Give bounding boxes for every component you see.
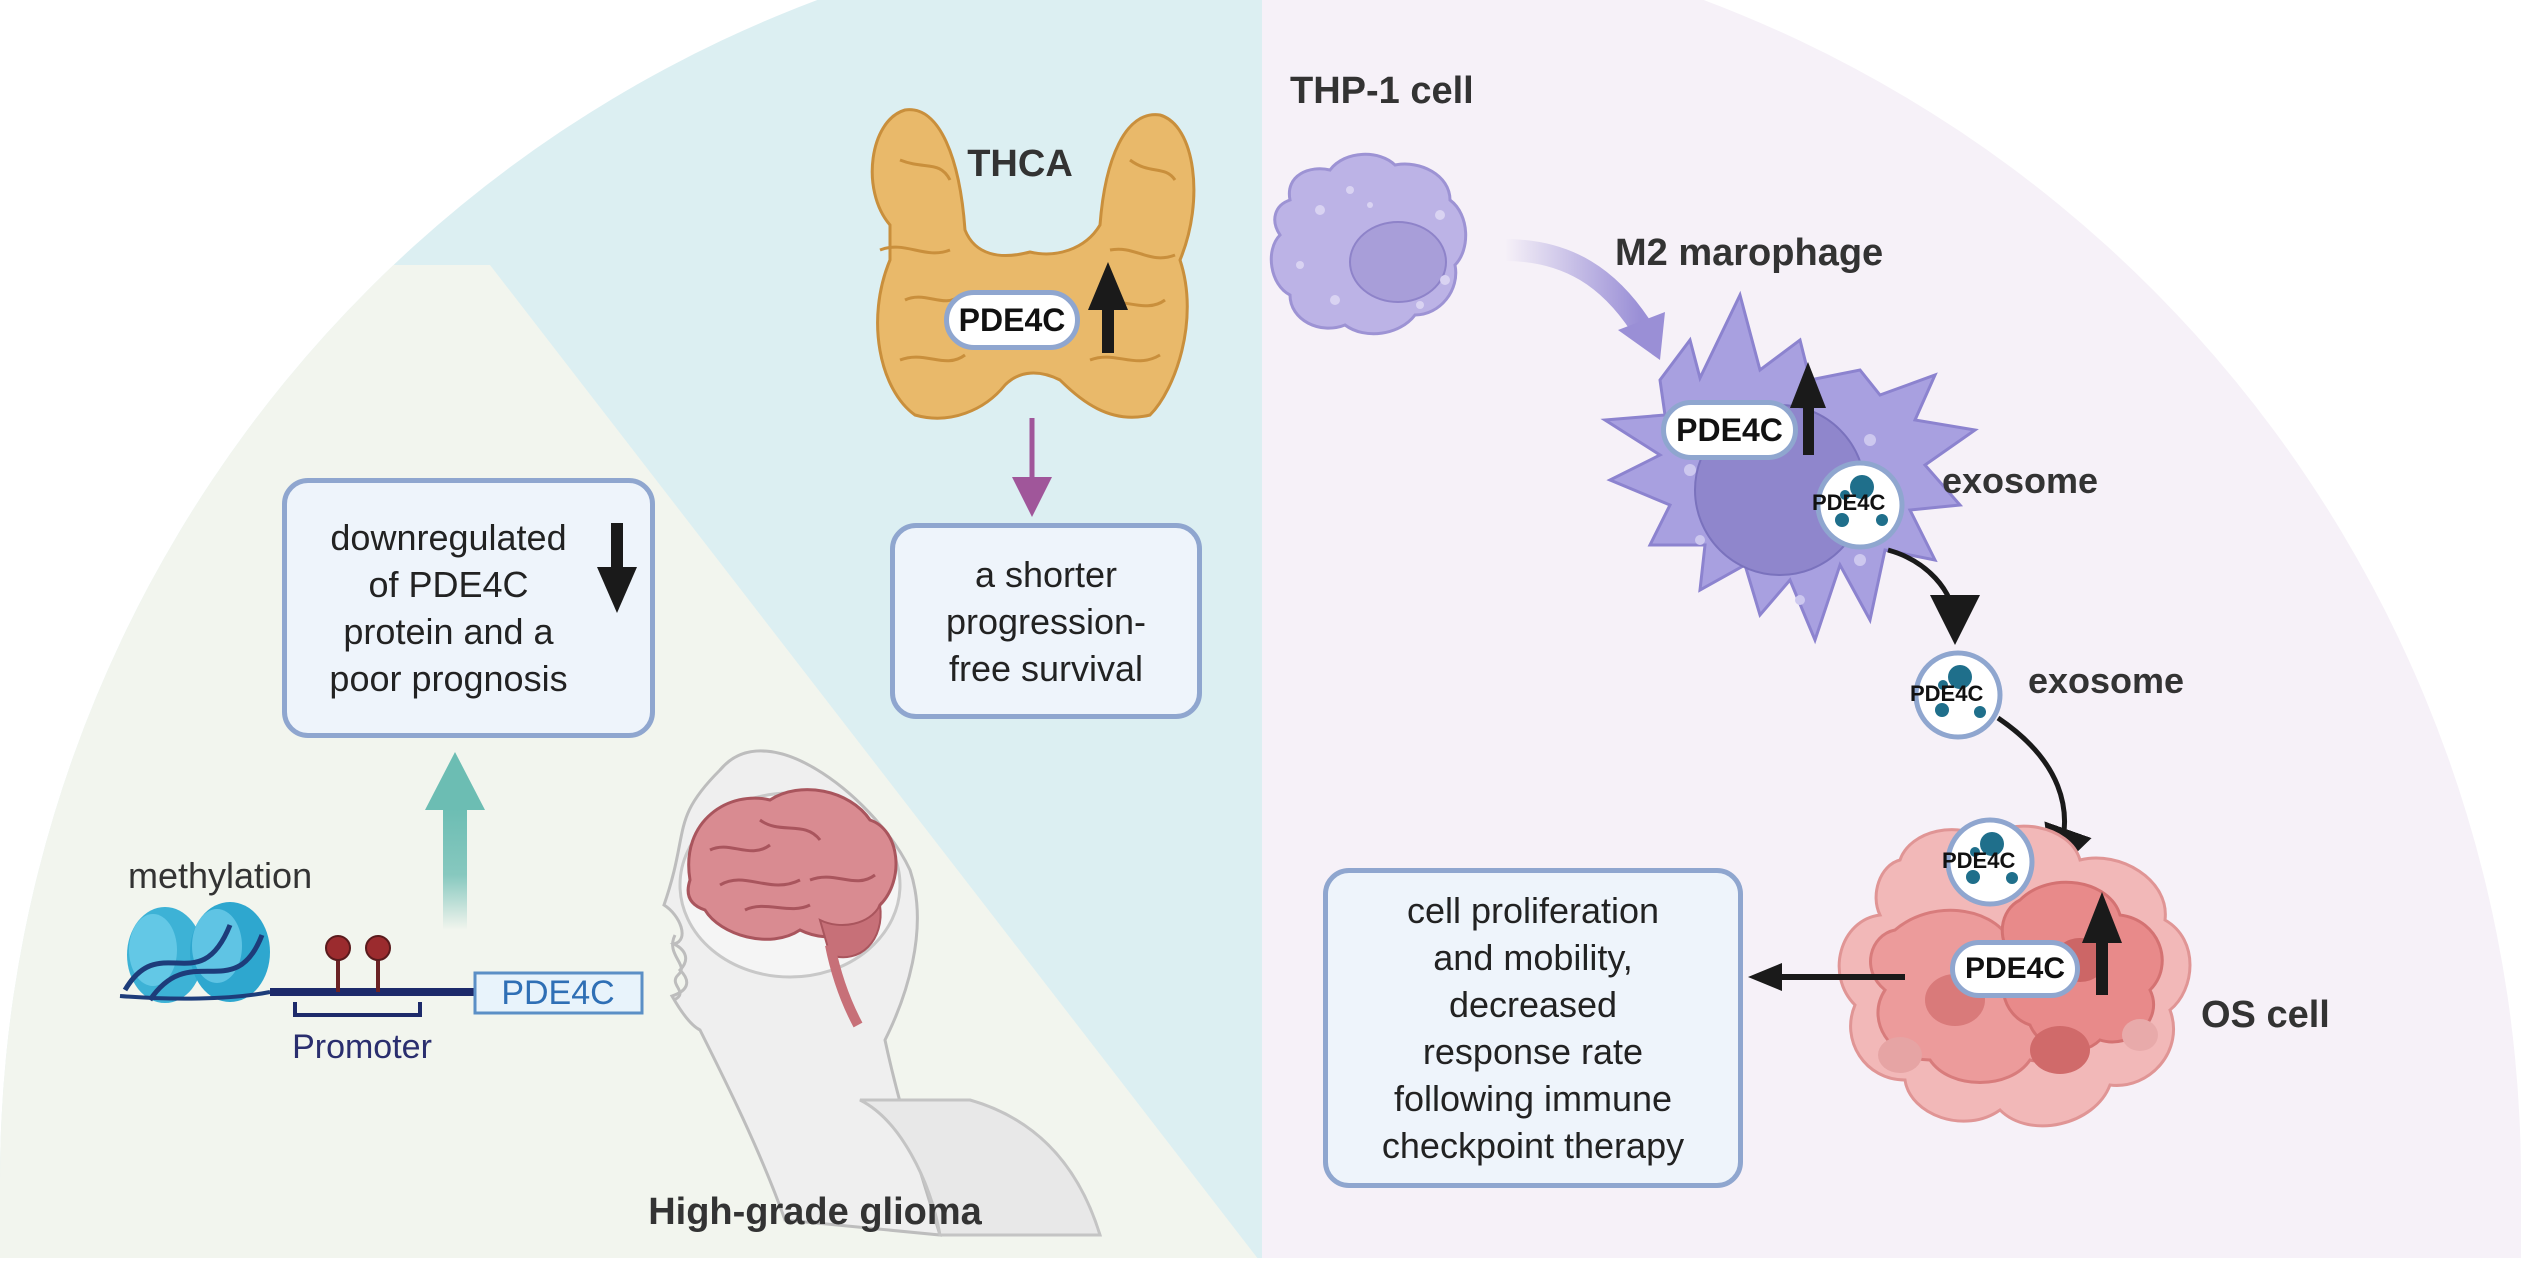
os-label: OS cell	[2201, 994, 2330, 1036]
exosome-label-1: exosome	[1942, 460, 2098, 501]
os-outcome-box: cell proliferation and mobility, decreas…	[1323, 868, 1743, 1188]
glioma-outcome-box: downregulated of PDE4C protein and a poo…	[282, 478, 655, 738]
pde4c-gene-box	[473, 971, 644, 1015]
teal-up-arrow	[425, 752, 485, 930]
exosome-icon	[1815, 460, 1905, 550]
box-line: poor prognosis	[329, 658, 568, 699]
exosome-icon	[1945, 817, 2035, 907]
os-to-box-arrow	[1748, 963, 1905, 991]
box-line: checkpoint therapy	[1381, 1125, 1685, 1166]
brain-head-icon	[662, 749, 1103, 1237]
exosome-label-2: exosome	[2028, 660, 2184, 701]
glioma-title: High-grade glioma	[648, 1191, 982, 1233]
arrow-to-free-exosome	[1887, 547, 1980, 645]
m2-label: M2 marophage	[1615, 232, 1883, 274]
os-up-arrow	[2082, 892, 2122, 995]
box-line: protein and a	[343, 611, 554, 652]
thca-title: THCA	[967, 143, 1073, 185]
uptake-exosome-label: PDE4C	[1942, 848, 2016, 873]
box-line: decreased	[1448, 984, 1618, 1025]
methylation-marks	[325, 935, 391, 992]
box-line: a shorter	[974, 553, 1118, 595]
box-line: following immune	[1393, 1078, 1673, 1119]
exosome-inner-label: PDE4C	[1812, 490, 1886, 515]
box-line: response rate	[1422, 1031, 1644, 1072]
box-line: progression-	[945, 600, 1147, 642]
box-line: cell proliferation	[1406, 890, 1660, 931]
exosome-icon	[1913, 650, 2003, 740]
box-line: of PDE4C	[368, 564, 529, 605]
methylation-label: methylation	[128, 855, 312, 896]
promoter-bracket	[293, 1002, 422, 1017]
box-line: and mobility,	[1433, 937, 1633, 978]
thp1-to-m2-arrow	[1504, 239, 1665, 360]
promoter-label: Promoter	[292, 1028, 432, 1066]
free-exosome-label: PDE4C	[1910, 681, 1984, 706]
thp1-cell-icon	[1269, 152, 1468, 336]
nucleosome-icon	[119, 902, 271, 1003]
os-pde4c-marker: PDE4C	[1950, 940, 2080, 998]
gene-label: PDE4C	[501, 974, 614, 1012]
glioma-down-arrow	[597, 523, 637, 613]
thca-outcome-box: a shorter progression- free survival	[890, 523, 1202, 719]
thca-pde4c-marker: PDE4C	[944, 290, 1080, 350]
thp1-label: THP-1 cell	[1290, 70, 1474, 112]
box-line: free survival	[948, 647, 1144, 689]
thca-up-arrow	[1088, 262, 1128, 353]
macrophage-pde4c-marker: PDE4C	[1661, 400, 1798, 460]
macrophage-up-arrow	[1790, 362, 1826, 455]
box-line: downregulated	[330, 517, 567, 558]
